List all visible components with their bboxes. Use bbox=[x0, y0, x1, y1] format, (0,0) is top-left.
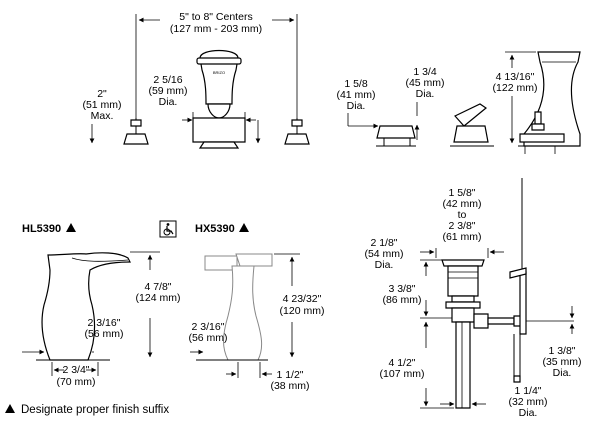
svg-text:(41 mm): (41 mm) bbox=[336, 89, 375, 101]
svg-text:Dia.: Dia. bbox=[159, 96, 178, 108]
svg-text:1 5/8: 1 5/8 bbox=[344, 78, 368, 90]
svg-text:BRIZO: BRIZO bbox=[213, 70, 225, 75]
triangle-icon bbox=[5, 404, 15, 413]
svg-text:2 3/16": 2 3/16" bbox=[192, 321, 225, 333]
triangle-icon bbox=[239, 223, 249, 232]
svg-text:4 1/2": 4 1/2" bbox=[388, 357, 415, 369]
left-valve bbox=[123, 118, 149, 145]
svg-text:3 3/8": 3 3/8" bbox=[388, 283, 415, 295]
svg-text:Dia.: Dia. bbox=[416, 88, 435, 100]
svg-text:4 23/32": 4 23/32" bbox=[283, 293, 322, 305]
svg-text:(32 mm): (32 mm) bbox=[508, 396, 547, 408]
hx5390-model: HX5390 bbox=[195, 223, 235, 235]
svg-text:1 3/8": 1 3/8" bbox=[548, 345, 575, 357]
svg-text:(120 mm): (120 mm) bbox=[280, 305, 325, 317]
svg-text:2 5/16: 2 5/16 bbox=[153, 74, 182, 86]
drain-view: 1 5/8" (42 mm) to 2 3/8" (61 mm) 2 1/8" … bbox=[364, 178, 582, 419]
wheelchair-icon bbox=[159, 220, 177, 238]
hl5390-view: HL5390 4 7/8" (124 mm) 2 3/16" (56 mm) 2… bbox=[22, 220, 181, 388]
svg-text:1 1/4": 1 1/4" bbox=[514, 385, 541, 397]
top-installation-view: 5" to 8" Centers (127 mm - 203 mm) 2" (5… bbox=[82, 11, 310, 149]
hx5390-view: HX5390 4 23/32" (120 mm) 2 3/16" (56 mm)… bbox=[188, 223, 324, 392]
svg-text:1 3/4: 1 3/4 bbox=[413, 66, 437, 78]
svg-text:(122 mm): (122 mm) bbox=[493, 82, 538, 94]
svg-text:4 13/16": 4 13/16" bbox=[496, 71, 535, 83]
footnote-text: Designate proper finish suffix bbox=[21, 404, 169, 416]
svg-text:(38 mm): (38 mm) bbox=[270, 380, 309, 392]
svg-text:(86 mm): (86 mm) bbox=[382, 294, 421, 306]
svg-text:(70 mm): (70 mm) bbox=[56, 376, 95, 388]
svg-text:1 1/2": 1 1/2" bbox=[276, 369, 303, 381]
svg-text:(59 mm): (59 mm) bbox=[148, 85, 187, 97]
triangle-icon bbox=[66, 223, 76, 232]
svg-text:4 7/8": 4 7/8" bbox=[144, 281, 171, 293]
svg-text:(42 mm): (42 mm) bbox=[442, 198, 481, 210]
footnote: Designate proper finish suffix bbox=[5, 404, 169, 416]
svg-text:2 3/8": 2 3/8" bbox=[448, 220, 475, 232]
svg-text:Dia.: Dia. bbox=[375, 259, 394, 271]
svg-text:2": 2" bbox=[97, 88, 107, 100]
top-side-views: 1 5/8 (41 mm) Dia. 1 3/4 (45 mm) Dia. 4 … bbox=[336, 51, 581, 154]
svg-text:1 5/8": 1 5/8" bbox=[448, 187, 475, 199]
svg-text:Max.: Max. bbox=[91, 110, 114, 122]
svg-text:(61 mm): (61 mm) bbox=[442, 231, 481, 243]
svg-text:(35 mm): (35 mm) bbox=[542, 356, 581, 368]
svg-text:(56 mm): (56 mm) bbox=[84, 328, 123, 340]
svg-text:(56 mm): (56 mm) bbox=[188, 332, 227, 344]
svg-text:2 1/8": 2 1/8" bbox=[370, 237, 397, 249]
svg-text:(45 mm): (45 mm) bbox=[405, 77, 444, 89]
svg-text:(51 mm): (51 mm) bbox=[82, 99, 121, 111]
centers-label: 5" to 8" Centers bbox=[179, 11, 252, 23]
centers-metric: (127 mm - 203 mm) bbox=[170, 23, 262, 35]
svg-text:(124 mm): (124 mm) bbox=[136, 292, 181, 304]
svg-text:2 3/16": 2 3/16" bbox=[88, 317, 121, 329]
svg-text:Dia.: Dia. bbox=[519, 407, 538, 419]
hl5390-model: HL5390 bbox=[22, 223, 61, 235]
svg-text:Dia.: Dia. bbox=[347, 100, 366, 112]
svg-text:2 3/4": 2 3/4" bbox=[62, 364, 89, 376]
spout-front: BRIZO bbox=[192, 49, 246, 149]
svg-text:to: to bbox=[458, 209, 467, 221]
svg-text:(107 mm): (107 mm) bbox=[380, 368, 425, 380]
svg-text:Dia.: Dia. bbox=[553, 367, 572, 379]
svg-text:(54 mm): (54 mm) bbox=[364, 248, 403, 260]
right-valve bbox=[284, 118, 310, 145]
